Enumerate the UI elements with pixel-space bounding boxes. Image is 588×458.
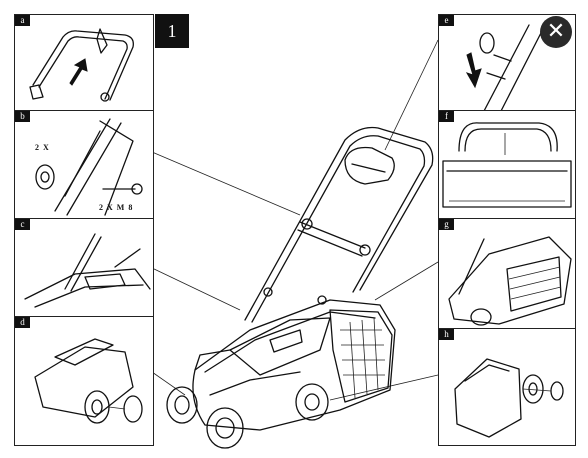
panel-g: g xyxy=(438,218,576,330)
panel-f: f xyxy=(438,110,576,220)
quantity-label-screws: 2 X M 8 xyxy=(99,203,134,212)
panel-b-drawing xyxy=(35,118,143,216)
panel-e: e xyxy=(438,14,576,112)
panel-a-label: a xyxy=(15,15,30,26)
quantity-label-2x: 2 X xyxy=(35,143,50,152)
panel-b: b 2 X 2 X M 8 xyxy=(14,110,154,220)
close-icon: ✕ xyxy=(546,19,566,44)
panel-a-drawing xyxy=(29,28,134,102)
panel-c: c xyxy=(14,218,154,318)
panel-a: a xyxy=(14,14,154,112)
main-step-label: 1 xyxy=(155,14,189,48)
panel-c-label: c xyxy=(15,219,30,230)
panel-g-label: g xyxy=(439,219,454,230)
panel-b-label: b xyxy=(15,111,30,122)
panel-e-label: e xyxy=(439,15,454,26)
panel-d-label: d xyxy=(15,317,30,328)
panel-g-drawing xyxy=(448,236,572,326)
panel-c-drawing xyxy=(24,233,151,308)
panel-e-drawing xyxy=(465,24,544,111)
panel-h-drawing xyxy=(454,358,564,438)
panel-h: h xyxy=(438,328,576,446)
panel-d: d xyxy=(14,316,154,446)
close-button[interactable]: ✕ xyxy=(540,16,572,48)
panel-d-drawing xyxy=(34,338,143,424)
panel-h-label: h xyxy=(439,329,454,340)
panel-f-label: f xyxy=(439,111,454,122)
panel-f-drawing xyxy=(442,122,572,208)
